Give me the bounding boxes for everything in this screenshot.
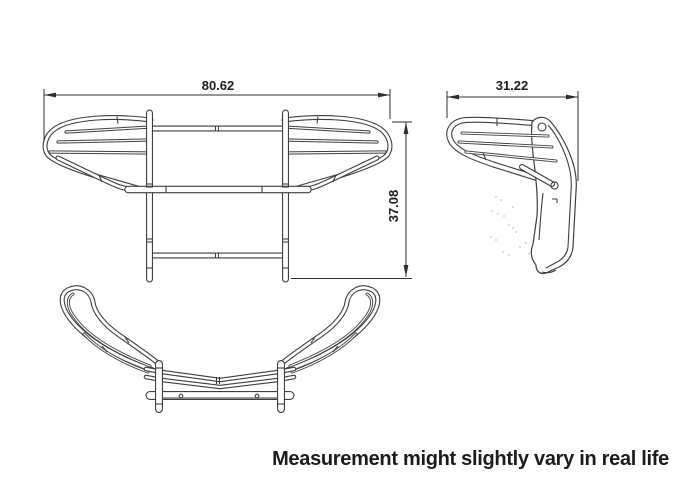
disclaimer-caption: Measurement might slightly vary in real … <box>272 448 669 470</box>
side-brace-cap <box>550 181 559 190</box>
side-tube-end-cap <box>537 122 547 132</box>
arrowhead-top <box>403 122 409 134</box>
front-view-left-wing <box>42 115 154 194</box>
arrowhead-right <box>566 94 578 100</box>
front-view <box>42 109 393 283</box>
dimension-front-width: 80.62 <box>43 78 391 142</box>
side-plate-details <box>482 118 558 274</box>
top-details <box>155 367 285 405</box>
side-plate-inner-edge <box>545 124 572 269</box>
front-height-value: 37.08 <box>386 190 401 223</box>
arrowhead-bottom <box>403 265 409 277</box>
arrowhead-left <box>447 94 459 100</box>
top-view-right-wing <box>279 285 381 374</box>
side-plate <box>530 116 577 275</box>
front-joint-marks <box>146 125 289 269</box>
front-view-right-wing <box>281 115 393 194</box>
front-width-value: 80.62 <box>202 78 235 93</box>
dimension-front-height: 37.08 <box>291 121 412 279</box>
arrowhead-left <box>44 92 56 98</box>
dimension-side-depth: 31.22 <box>446 78 579 181</box>
top-view <box>59 285 381 413</box>
side-view <box>446 116 577 275</box>
side-speckle-marks <box>490 196 530 256</box>
side-depth-value: 31.22 <box>496 78 529 93</box>
top-view-left-wing <box>59 285 161 374</box>
arrowhead-right <box>378 92 390 98</box>
